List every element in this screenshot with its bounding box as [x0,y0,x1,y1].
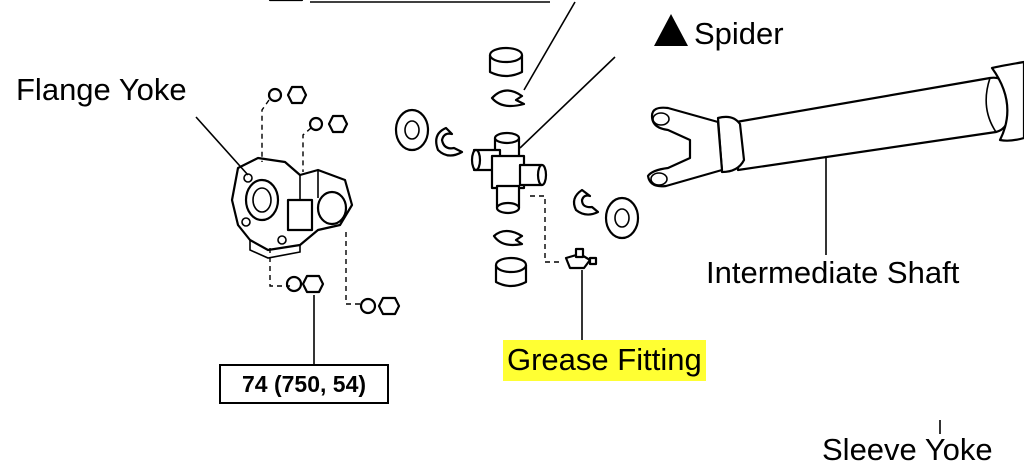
spider-leader [519,56,616,149]
cropped-top-label-box [268,0,550,3]
intermediate-shaft-label: Intermediate Shaft [706,255,960,290]
bearing-cup-bottom [494,256,528,288]
bearing-cup-left [394,108,430,152]
torque-spec-box: 74 (750, 54) [219,364,389,404]
spider-label: Spider [654,14,784,49]
bearing-cup-right [604,196,640,240]
flange-nut-group-top [261,85,349,172]
snap-ring-right [572,188,600,216]
snap-ring-top [490,89,526,108]
sleeve-yoke-label: Sleeve Yoke [822,432,993,467]
spider-label-text: Spider [694,16,784,51]
grease-fitting-part [530,195,598,270]
flange-yoke-part [230,156,354,259]
snap-ring-left [435,126,464,157]
spider-part [470,131,548,215]
grease-fitting-label: Grease Fitting [503,340,706,381]
cropped-top-leader [523,1,576,91]
flange-nut-group-bottom [269,232,401,316]
flange-yoke-label: Flange Yoke [16,72,187,107]
snap-ring-bottom [492,229,524,247]
triangle-marker-icon [654,14,688,46]
intermediate-shaft-part [646,60,1024,188]
flange-yoke-leader [195,116,249,176]
bearing-cup-top [488,46,524,78]
